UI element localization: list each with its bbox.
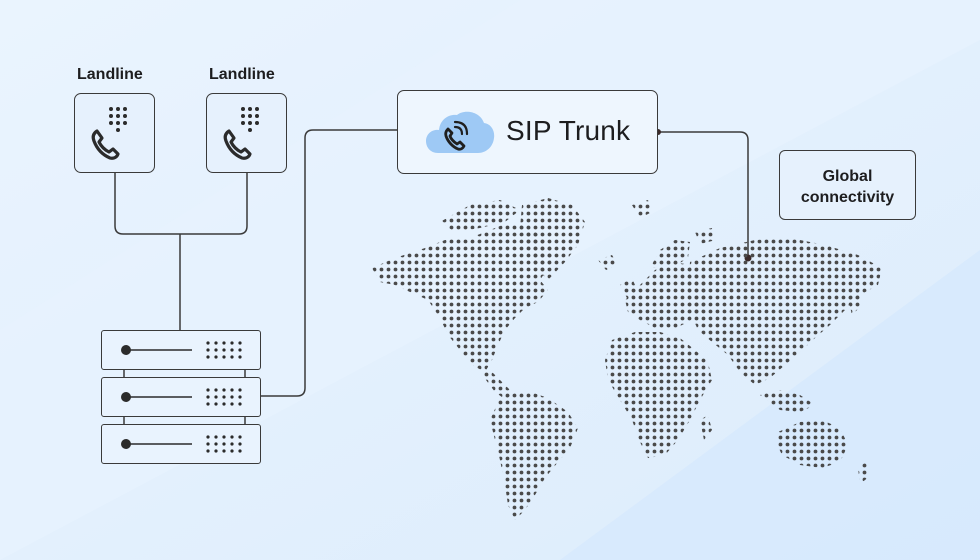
global-line-1: Global (822, 168, 873, 185)
australia (776, 420, 848, 468)
landline-phone-icon (223, 107, 259, 160)
africa (605, 332, 712, 458)
arctic-small-islands (632, 200, 716, 244)
sip-trunk-box[interactable]: SIP Trunk (397, 90, 658, 174)
landline-phone-box[interactable] (206, 93, 287, 173)
server-unit-icon (121, 388, 242, 406)
japan (848, 290, 862, 315)
landline-phone-icon (91, 107, 127, 160)
global-connectivity-box: Global connectivity (779, 150, 916, 220)
greenland (520, 198, 585, 280)
global-line-2: connectivity (800, 189, 895, 206)
landline-phone-box[interactable] (74, 93, 155, 173)
north-america (372, 222, 555, 372)
central-america (480, 368, 512, 400)
server-unit (101, 377, 261, 417)
landline-label: Landline (209, 66, 275, 83)
landline-label: Landline (77, 66, 143, 83)
south-america (490, 390, 578, 520)
scandinavia (650, 240, 690, 268)
madagascar (700, 415, 712, 440)
north-atlantic-islands (598, 255, 638, 300)
sip-trunk-label: SIP Trunk (506, 115, 631, 146)
server-unit (101, 424, 261, 464)
asia (688, 238, 882, 385)
europe (625, 262, 710, 330)
new-zealand (858, 462, 870, 484)
indonesia (760, 390, 815, 412)
cloud-phone-icon (426, 111, 495, 153)
arctic-islands (440, 200, 520, 232)
server-unit-icon (121, 341, 242, 359)
server-unit-icon (121, 435, 242, 453)
server-unit (101, 330, 261, 370)
